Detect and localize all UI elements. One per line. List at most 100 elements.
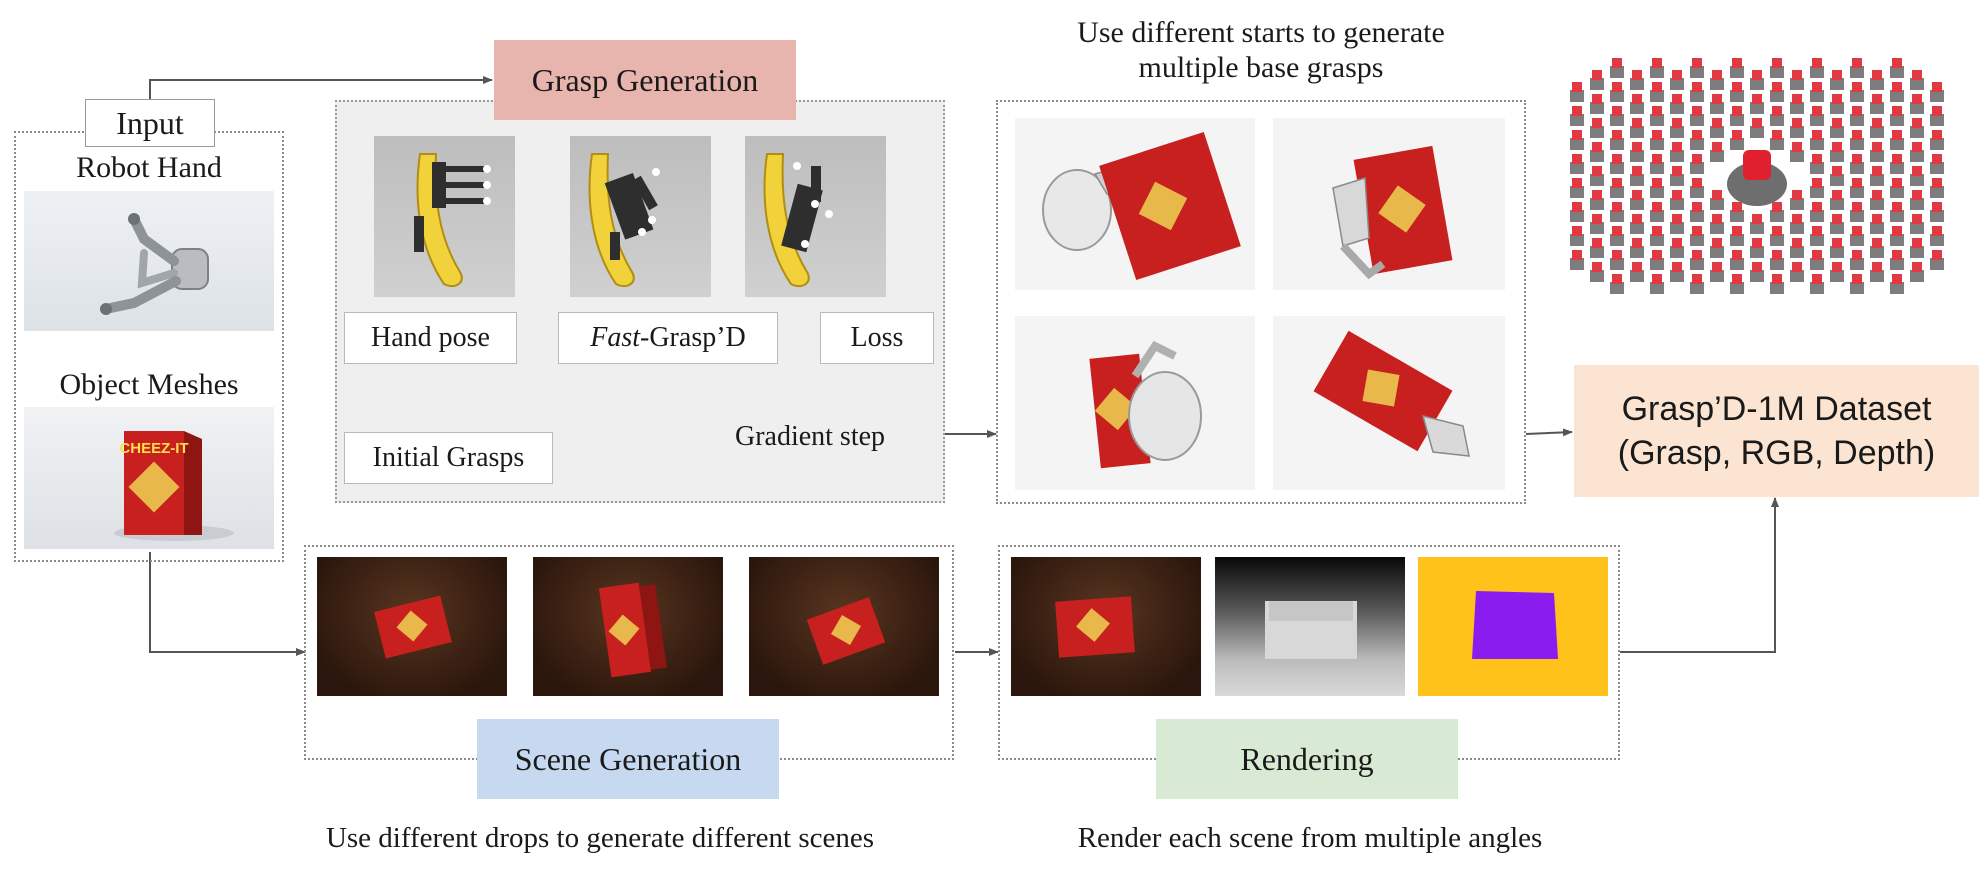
grid-grasp-model [1610,58,1624,78]
grid-grasp-model [1650,202,1664,222]
grid-grasp-model [1670,238,1684,258]
render-rgb-image [1011,557,1201,696]
grid-grasp-model [1770,58,1784,78]
render-depth-image [1215,557,1405,696]
grid-grasp-model [1650,82,1664,102]
grid-grasp-model [1750,214,1764,234]
grid-grasp-model [1870,214,1884,234]
grid-grasp-model [1870,142,1884,162]
grid-grasp-model [1770,250,1784,270]
grid-grasp-model [1730,202,1744,222]
grid-grasp-model [1930,202,1944,222]
hand-pose-box: Hand pose [344,312,517,364]
grid-grasp-model [1910,214,1924,234]
grid-grasp-model [1730,58,1744,78]
rendering-title: Rendering [1156,719,1458,799]
grid-grasp-model [1770,130,1784,150]
grid-grasp-model [1890,106,1904,126]
grid-grasp-model [1930,154,1944,174]
grid-grasp-model [1710,238,1724,258]
grid-grasp-model [1590,94,1604,114]
grid-grasp-model [1850,130,1864,150]
grid-grasp-model [1850,106,1864,126]
grid-grasp-model [1930,250,1944,270]
scene-generation-title: Scene Generation [477,719,779,799]
grid-grasp-model [1610,274,1624,294]
grid-grasp-model [1570,130,1584,150]
grid-grasp-model [1690,226,1704,246]
arrow-input-to-scene [149,552,306,656]
grid-grasp-model [1630,94,1644,114]
grid-grasp-model [1850,274,1864,294]
grid-grasp-model [1670,70,1684,90]
grid-grasp-model [1910,70,1924,90]
grid-grasp-model [1850,58,1864,78]
grid-grasp-model [1570,106,1584,126]
fast-graspd-prefix: Fast [590,322,641,353]
dataset-box: Grasp’D-1M Dataset (Grasp, RGB, Depth) [1574,365,1979,497]
grid-grasp-model [1690,154,1704,174]
grid-grasp-model [1610,178,1624,198]
grid-grasp-model [1910,166,1924,186]
grid-grasp-model [1830,190,1844,210]
grid-grasp-model [1670,166,1684,186]
grid-grasp-model [1930,82,1944,102]
grid-grasp-model [1870,94,1884,114]
grasp-iteration-image-2 [570,136,711,297]
grid-grasp-model [1830,166,1844,186]
grid-grasp-model [1610,82,1624,102]
grid-grasp-model [1810,250,1824,270]
grid-grasp-model [1870,238,1884,258]
grid-grasp-model [1830,142,1844,162]
dataset-subtitle: (Grasp, RGB, Depth) [1617,434,1936,472]
fast-graspd-box: Fast-Grasp’D [558,312,778,364]
render-mask-image [1418,557,1608,696]
grid-grasp-model [1930,178,1944,198]
grid-grasp-model [1770,106,1784,126]
grid-grasp-model [1810,154,1824,174]
grid-grasp-model [1850,154,1864,174]
grid-grasp-model [1690,130,1704,150]
grid-grasp-model [1690,274,1704,294]
grid-grasp-model [1610,154,1624,174]
grid-grasp-model [1910,238,1924,258]
loss-box: Loss [820,312,934,364]
grid-grasp-model [1830,70,1844,90]
grid-grasp-model [1650,250,1664,270]
grid-grasp-model [1570,82,1584,102]
grid-grasp-model [1710,142,1724,162]
grid-grasp-model [1570,202,1584,222]
grid-grasp-model [1650,130,1664,150]
grid-grasp-model [1710,94,1724,114]
grid-grasp-model [1790,262,1804,282]
grid-grasp-model [1770,82,1784,102]
grid-grasp-model [1570,250,1584,270]
grid-grasp-model [1630,70,1644,90]
grid-grasp-model [1630,214,1644,234]
grid-grasp-model [1890,58,1904,78]
grid-grasp-model [1650,226,1664,246]
grid-grasp-model [1870,262,1884,282]
grid-grasp-model [1630,238,1644,258]
box-brand: CHEEZ-IT [119,440,188,457]
arrow-input-to-grasp [149,76,493,99]
grid-grasp-model [1710,262,1724,282]
grid-grasp-model [1590,70,1604,90]
grid-grasp-model [1910,118,1924,138]
grid-grasp-model [1650,58,1664,78]
grid-grasp-model [1790,94,1804,114]
base-grasp-image-1 [1015,118,1255,290]
grid-grasp-model [1650,178,1664,198]
grid-grasp-model [1930,106,1944,126]
grid-grasp-model [1810,202,1824,222]
grid-grasp-model [1690,178,1704,198]
grid-grasp-model [1590,142,1604,162]
grid-grasp-model [1910,262,1924,282]
grid-grasp-model [1750,118,1764,138]
grid-grasp-model [1610,202,1624,222]
initial-grasps-box: Initial Grasps [344,432,553,484]
grid-grasp-model [1690,58,1704,78]
grid-grasp-model [1690,82,1704,102]
grid-grasp-model [1850,226,1864,246]
grid-grasp-model [1590,262,1604,282]
